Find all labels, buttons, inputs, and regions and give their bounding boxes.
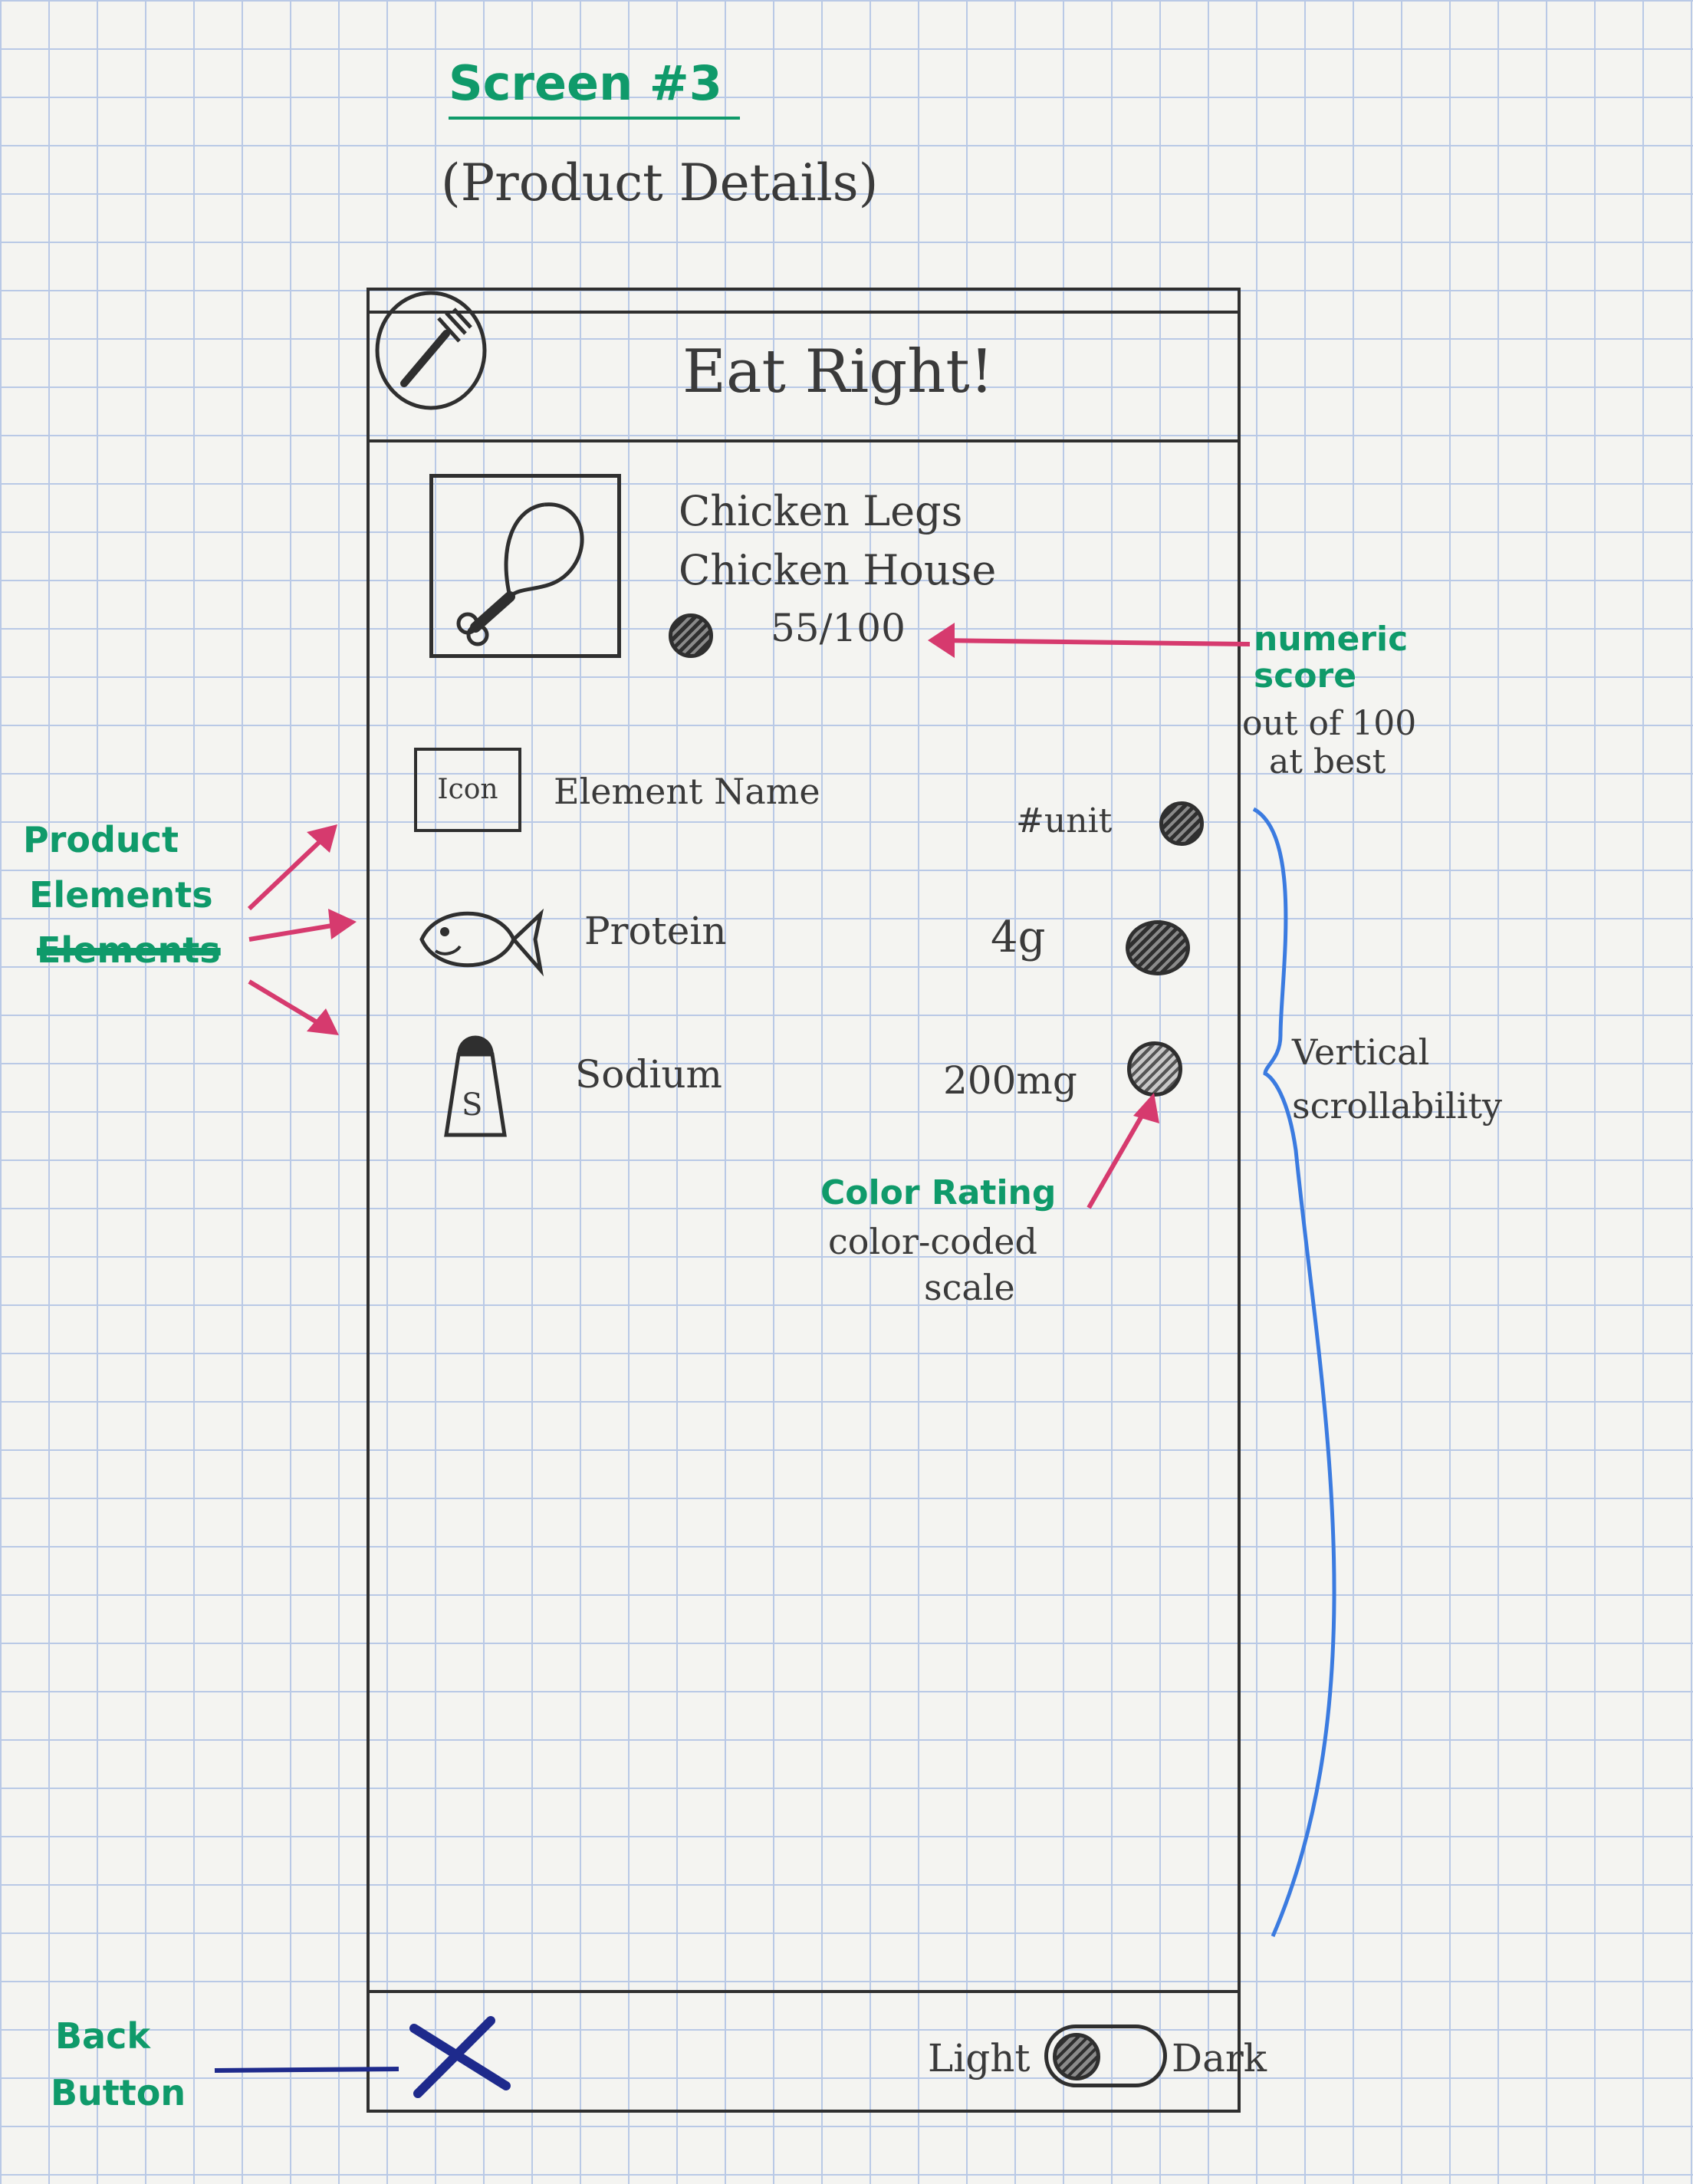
elements-arrowhead-middle	[328, 909, 357, 939]
toggle-knob	[1053, 2033, 1100, 2080]
theme-toggle[interactable]	[1044, 2024, 1167, 2087]
element-amount: 4g	[991, 913, 1046, 962]
element-name-header: Element Name	[554, 771, 820, 812]
elements-arrowhead-top	[307, 824, 337, 853]
back-button-label-2: Button	[51, 2072, 186, 2113]
numeric-score-title: numeric score	[1254, 620, 1409, 696]
elements-arrow-middle	[248, 922, 342, 942]
scroll-brace	[1252, 807, 1336, 1937]
product-brand: Chicken House	[679, 546, 997, 594]
elements-arrow-bottom	[248, 979, 327, 1030]
toggle-light-label: Light	[928, 2036, 1031, 2080]
toggle-dark-label: Dark	[1172, 2036, 1267, 2080]
element-rating-dot	[1159, 801, 1204, 846]
rating-dot	[1126, 920, 1190, 975]
fork-in-circle-icon[interactable]	[373, 288, 488, 410]
score-color-dot	[669, 613, 713, 658]
product-image	[429, 474, 621, 658]
color-rating-title: Color Rating	[820, 1173, 1057, 1212]
element-amount: 200mg	[943, 1058, 1077, 1103]
color-rating-note-2: scale	[924, 1267, 1015, 1308]
back-button[interactable]	[399, 2013, 514, 2105]
salt-shaker-letter: S	[462, 1087, 483, 1123]
vertical-scroll-note-1: Vertical	[1292, 1031, 1430, 1073]
product-elements-label-1: Product	[23, 819, 179, 860]
chicken-leg-icon	[456, 502, 584, 646]
color-rating-arrow	[1086, 1107, 1149, 1209]
element-name: Sodium	[575, 1052, 722, 1097]
list-item[interactable]: S Sodium 200mg	[437, 1028, 1211, 1150]
color-rating-note-1: color-coded	[828, 1221, 1037, 1262]
product-name: Chicken Legs	[679, 487, 963, 535]
fish-icon	[419, 908, 544, 977]
app-footer	[370, 1990, 1238, 2113]
numeric-score-note-2: at best	[1269, 742, 1386, 781]
element-icon-placeholder: Icon	[414, 748, 521, 832]
score-arrow	[936, 638, 1251, 646]
elements-arrow-top	[247, 834, 328, 911]
product-score: 55/100	[771, 606, 906, 650]
sketch-title: Screen #3	[449, 55, 722, 111]
elements-arrowhead-bottom	[307, 1008, 339, 1035]
back-arrow	[214, 2067, 399, 2073]
back-button-label-1: Back	[55, 2015, 150, 2057]
salt-shaker-icon: S	[437, 1028, 514, 1143]
rating-dot	[1127, 1041, 1182, 1097]
product-elements-label-2: Elements	[29, 874, 213, 916]
x-close-icon	[409, 2016, 511, 2098]
sketch-subtitle: (Product Details)	[441, 153, 879, 212]
list-item[interactable]: Protein 4g	[414, 897, 1211, 989]
element-amount-header: #unit	[1016, 801, 1113, 840]
app-header	[370, 311, 1238, 442]
product-elements-struck: Elements	[37, 929, 221, 971]
vertical-scroll-note-2: scrollability	[1292, 1085, 1502, 1127]
element-name: Protein	[584, 909, 727, 953]
title-underline	[449, 117, 740, 120]
numeric-score-note-1: out of 100	[1242, 704, 1417, 743]
color-rating-arrowhead	[1133, 1093, 1159, 1123]
app-title: Eat Right!	[682, 337, 994, 406]
phone-frame	[367, 288, 1241, 2113]
score-arrowhead	[928, 623, 955, 658]
